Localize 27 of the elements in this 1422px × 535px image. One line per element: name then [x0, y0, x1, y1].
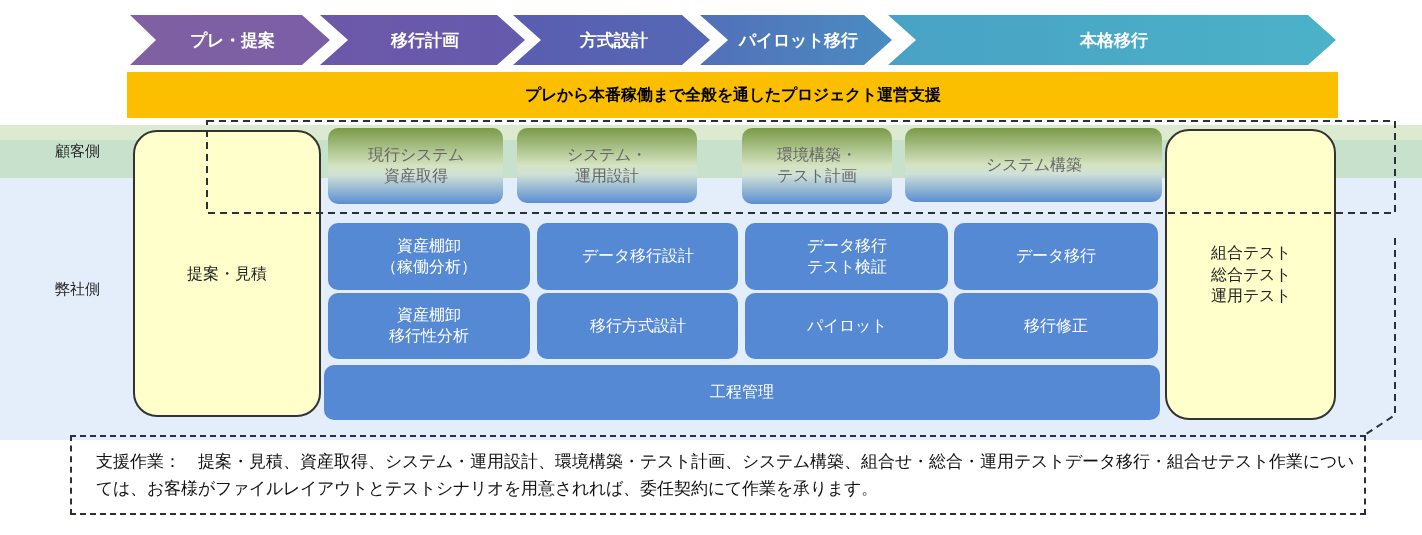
banner-bar: プレから本番稼働まで全般を通したプロジェクト運営支援 [127, 72, 1338, 118]
task-box: 工程管理 [324, 365, 1160, 420]
step-label: 組合テスト [1210, 242, 1291, 264]
task-box: データ移行 [954, 223, 1158, 290]
step-label: 運用テスト [1210, 285, 1291, 307]
task-box: データ移行設計 [537, 223, 738, 290]
row-label: 顧客側 [55, 141, 100, 162]
task-box: パイロット [745, 293, 948, 359]
phase-header: パイロット移行 [700, 15, 892, 65]
note-box: 支援作業： 提案・見積、資産取得、システム・運用設計、環境構築・テスト計画、システム構築、組合せ・総合・運用テストデータ移行・組合せテスト作業については、お客様がファイルレイアウトとテストシナリオを用意されれば、委任契約にて作業を承ります。 [70, 435, 1366, 515]
phase-header: 移行計画 [320, 15, 525, 65]
process-box: 提案・見積 [133, 130, 321, 417]
process-box [1165, 129, 1336, 420]
task-box: 移行修正 [954, 293, 1158, 359]
process-box: システム構築 [905, 128, 1162, 202]
process-box: 現行システム資産取得 [328, 128, 503, 204]
phase-header: 本格移行 [888, 15, 1336, 65]
task-box: 移行方式設計 [537, 293, 738, 359]
step-label: 総合テスト [1210, 263, 1291, 286]
task-box: 資産棚卸移行性分析 [328, 293, 530, 359]
phase-header: 方式設計 [513, 15, 710, 65]
process-box: システム・運用設計 [517, 128, 697, 203]
process-box: 環境構築・テスト計画 [742, 128, 892, 204]
task-box: 資産棚卸（稼働分析） [328, 223, 530, 290]
task-box: データ移行テスト検証 [745, 223, 948, 290]
phase-header: プレ・提案 [130, 15, 330, 65]
row-label: 弊社側 [55, 280, 100, 300]
